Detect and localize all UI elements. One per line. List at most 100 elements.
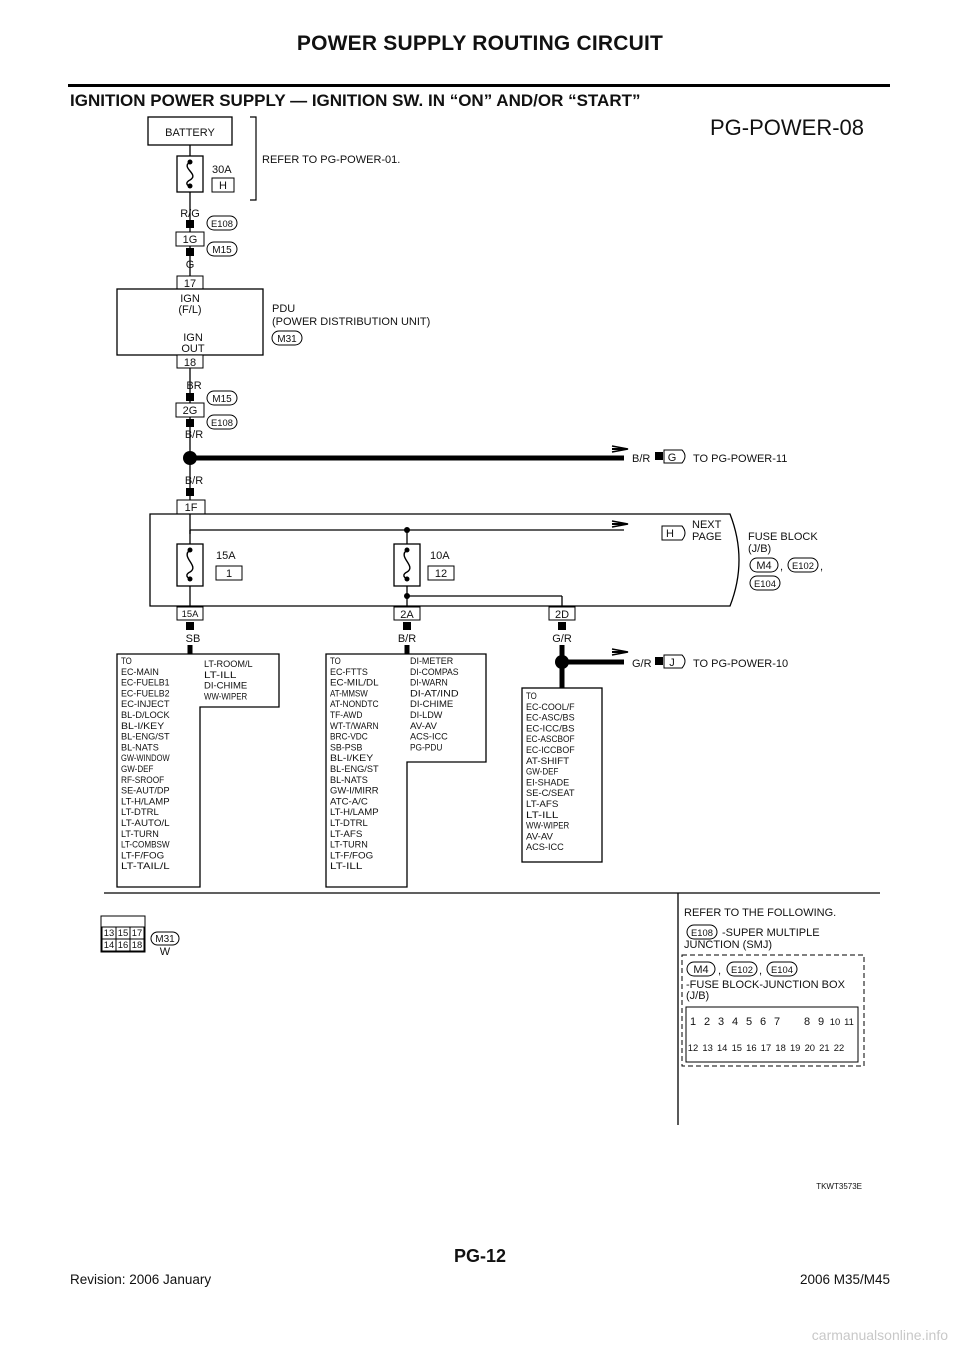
jb-pin: 8 bbox=[804, 1016, 810, 1028]
terminal-15a-box bbox=[176, 606, 204, 621]
jb-pin: 1 bbox=[690, 1016, 696, 1028]
arrow-icon bbox=[611, 445, 629, 453]
destination-item: LT-DTRL bbox=[121, 806, 159, 817]
m31-pin: 15 bbox=[118, 927, 128, 938]
destination-item: LT-F/FOG bbox=[330, 849, 373, 860]
legend-sep-2: , bbox=[759, 965, 762, 977]
jb-pin: 4 bbox=[732, 1016, 738, 1028]
destination-item: TO bbox=[121, 655, 132, 666]
legend-fbjb-2: (J/B) bbox=[686, 990, 709, 1002]
connector-terminal bbox=[186, 419, 194, 427]
destination-item: GW-WINDOW bbox=[121, 752, 170, 763]
connector-terminal bbox=[186, 248, 194, 256]
destination-item: TO bbox=[330, 655, 341, 666]
destination-lists: TOEC-MAINEC-FUELB1EC-FUELB2EC-INJECTBL-D… bbox=[121, 655, 575, 871]
fuse-node bbox=[187, 547, 193, 553]
legend-m4: M4 bbox=[693, 964, 708, 976]
legend-m31-color: W bbox=[160, 946, 171, 958]
wire-color-sb: SB bbox=[186, 633, 201, 645]
legend-e102: E102 bbox=[731, 964, 753, 975]
terminal-2a: 2A bbox=[400, 609, 414, 621]
destination-item: SB-PSB bbox=[330, 741, 362, 752]
destination-item: LT-TURN bbox=[121, 828, 159, 839]
battery-label: BATTERY bbox=[165, 127, 215, 139]
connector-m15-badge bbox=[206, 241, 238, 257]
destination-item: LT-AFS bbox=[330, 828, 362, 839]
pdu-name: PDU bbox=[272, 303, 295, 315]
to-power10-wire: G/R bbox=[632, 658, 652, 670]
jb-pin: 14 bbox=[717, 1042, 727, 1053]
terminal-15a: 15A bbox=[182, 608, 199, 619]
destination-item: EI-SHADE bbox=[526, 776, 569, 787]
connector-terminal bbox=[186, 393, 194, 401]
legend-fbjb-1: -FUSE BLOCK-JUNCTION BOX bbox=[686, 979, 846, 991]
destination-item: ACS-ICC bbox=[526, 841, 564, 852]
jb-pin: 7 bbox=[774, 1016, 780, 1028]
destination-item: TO bbox=[526, 690, 537, 701]
destination-item: BL-I/KEY bbox=[121, 720, 165, 731]
destination-item: EC-COOL/F bbox=[526, 701, 575, 712]
fuse-10a-rating: 10A bbox=[430, 550, 450, 562]
to-power10-text: TO PG-POWER-10 bbox=[693, 658, 788, 670]
destination-item: AV-AV bbox=[526, 830, 554, 841]
destination-item: EC-ICCBOF bbox=[526, 744, 575, 755]
jb-pin: 21 bbox=[819, 1042, 829, 1053]
destination-item: EC-ASC/BS bbox=[526, 712, 575, 723]
pdu-pin-17: 17 bbox=[184, 278, 196, 290]
off-page-connector-j bbox=[663, 654, 686, 669]
connector-terminal bbox=[186, 622, 194, 630]
legend-e108: E108 bbox=[691, 927, 713, 938]
connector-e108: E108 bbox=[211, 218, 233, 229]
destination-item: LT-ILL bbox=[204, 669, 236, 680]
off-page-connector-h bbox=[661, 525, 686, 541]
legend-m31: M31 bbox=[155, 934, 175, 945]
next-page-code: H bbox=[666, 528, 674, 540]
refer-bracket bbox=[250, 116, 257, 201]
destination-item: AT-NONDTC bbox=[330, 698, 379, 709]
destination-item: LT-H/LAMP bbox=[330, 806, 379, 817]
fuse-block-m4-badge bbox=[749, 557, 779, 573]
destination-item: TF-AWD bbox=[330, 709, 363, 720]
illustration-code: TKWT3573E bbox=[816, 1182, 862, 1191]
m31-pin: 13 bbox=[104, 927, 114, 938]
connector-terminal bbox=[655, 452, 663, 460]
fuse-30a-code: H bbox=[219, 180, 227, 192]
destination-item: AV-AV bbox=[410, 720, 438, 731]
connector-terminal bbox=[186, 488, 194, 496]
jb-pin: 5 bbox=[746, 1016, 752, 1028]
header-rule bbox=[68, 84, 890, 87]
junction-node bbox=[404, 593, 410, 599]
legend-e104-badge bbox=[766, 961, 798, 977]
terminal-2d: 2D bbox=[555, 609, 569, 621]
legend-sep: , bbox=[718, 965, 721, 977]
destination-item: BL-I/KEY bbox=[330, 752, 374, 763]
fuse-block-label: FUSE BLOCK bbox=[748, 531, 818, 543]
to-power11-wire: B/R bbox=[632, 453, 650, 465]
destination-item: ACS-ICC bbox=[410, 731, 448, 742]
destination-item: DI-AT/IND bbox=[410, 687, 459, 698]
jb-pin: 16 bbox=[746, 1042, 756, 1053]
m31-pin-cell bbox=[129, 938, 145, 952]
connector-1g: 1G bbox=[183, 234, 198, 246]
connector-e108-2: E108 bbox=[211, 417, 233, 428]
off-page-connector-g bbox=[663, 449, 686, 464]
wire-color-g: G bbox=[186, 259, 195, 271]
jb-pin: 2 bbox=[704, 1016, 710, 1028]
jb-pin: 22 bbox=[834, 1042, 844, 1053]
destination-item: LT-AUTO/L bbox=[121, 817, 170, 828]
wire-color-br-3: B/R bbox=[185, 475, 203, 487]
destination-item: SE-C/SEAT bbox=[526, 787, 575, 798]
connector-1g-box bbox=[175, 231, 205, 247]
arrow-icon bbox=[611, 520, 629, 528]
legend-smj-1: -SUPER MULTIPLE bbox=[722, 927, 820, 939]
destination-item: DI-CHIME bbox=[410, 698, 453, 709]
fuse-30a-node bbox=[187, 159, 193, 165]
fuse-15a-num-box bbox=[215, 565, 243, 581]
destination-item: LT-ILL bbox=[526, 809, 558, 820]
legend-smj-2: JUNCTION (SMJ) bbox=[684, 939, 772, 951]
connector-m15-badge-2 bbox=[206, 390, 238, 406]
wire-color-gr: G/R bbox=[552, 633, 572, 645]
legend-e108-badge bbox=[686, 924, 718, 940]
destination-item: SE-AUT/DP bbox=[121, 785, 170, 796]
